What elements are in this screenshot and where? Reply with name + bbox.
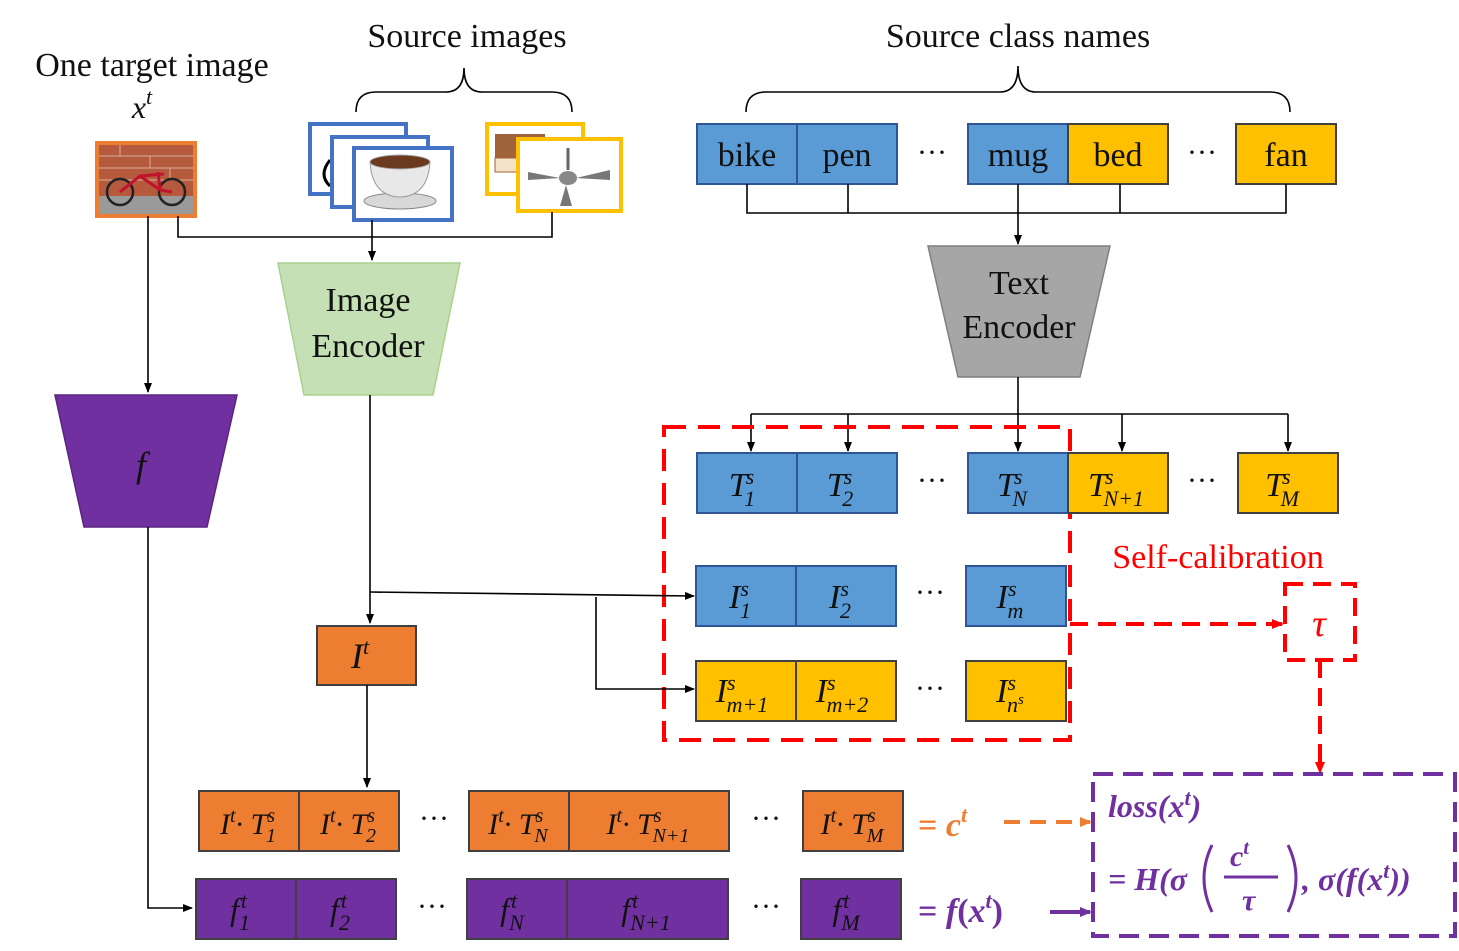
text-encoder — [927, 245, 1111, 378]
target-image-feature — [316, 625, 417, 686]
class-box-mug — [967, 123, 1069, 185]
class-ellipsis-2: ··· — [1187, 136, 1217, 169]
source-images-brace — [355, 67, 573, 113]
text-encoder-label-2: Encoder — [962, 309, 1076, 346]
class-label-fan: fan — [1264, 137, 1307, 174]
text-feature-t2 — [796, 452, 898, 514]
loss-formula-numerator: ct — [1230, 837, 1250, 873]
source-class-names-title: Source class names — [886, 18, 1150, 55]
f-output-n — [466, 878, 568, 940]
class-box-fan — [1235, 123, 1337, 185]
class-box-pen — [796, 123, 898, 185]
image-feature-im1 — [695, 660, 797, 722]
f-output-m — [800, 878, 902, 940]
f-output-ellipsis-2: ··· — [751, 890, 781, 923]
logit-2 — [298, 790, 400, 852]
class-box-bed — [1067, 123, 1169, 185]
class-label-pen: pen — [822, 137, 871, 174]
fx-label: = f(xt) — [918, 888, 1003, 930]
f-output-ellipsis-1: ··· — [417, 890, 447, 923]
logit-ellipsis-2: ··· — [751, 802, 781, 835]
temperature-tau: τ — [1312, 603, 1327, 645]
text-encoder-label-1: Text — [989, 265, 1049, 302]
mug-photo-icon — [308, 122, 454, 222]
target-image-symbol: xt — [131, 84, 153, 125]
class-label-bike: bike — [718, 137, 777, 174]
t-row-ellipsis-1: ··· — [917, 464, 947, 497]
class-names-brace — [745, 65, 1291, 113]
text-feature-t1 — [696, 452, 798, 514]
image-encoder — [277, 262, 461, 396]
class-joiner-line — [746, 184, 1287, 214]
target-model-f — [54, 394, 238, 528]
class-label-mug: mug — [988, 137, 1048, 174]
image-feature-ins — [965, 660, 1067, 722]
image-encoder-label-1: Image — [326, 282, 411, 319]
images-joiner-line — [177, 212, 553, 238]
i-row-ellipsis: ··· — [915, 576, 945, 609]
encoder-to-is-gold-arrow — [595, 597, 695, 693]
f-output-n1 — [566, 878, 729, 940]
loss-formula-line-2b: , σ(f(xt)) — [1301, 858, 1411, 897]
image-feature-im — [965, 565, 1067, 627]
image-encoder-label-2: Encoder — [311, 328, 425, 365]
image-feature-i2 — [795, 565, 897, 627]
self-calibration-label: Self-calibration — [1112, 539, 1323, 576]
bike-photo-icon — [95, 141, 197, 218]
loss-formula-line-1: loss(xt) — [1108, 785, 1201, 824]
i-gold-row-ellipsis: ··· — [915, 672, 945, 705]
self-calibration-region — [662, 425, 1072, 742]
f-output-2 — [295, 878, 397, 940]
class-ellipsis-1: ··· — [917, 136, 947, 169]
source-images-title: Source images — [367, 18, 566, 55]
image-feature-i1 — [695, 565, 797, 627]
loss-formula-denominator: τ — [1242, 884, 1257, 917]
logit-ellipsis-1: ··· — [419, 802, 449, 835]
class-label-bed: bed — [1093, 137, 1142, 174]
text-feature-tn — [967, 452, 1069, 514]
loss-formula: loss(xt) = H(σ ct τ , σ(f(xt)) — [1108, 785, 1411, 917]
logit-m — [802, 790, 904, 852]
loss-box — [1091, 772, 1457, 938]
logit-n1 — [568, 790, 730, 852]
f-to-outputs-arrow — [147, 527, 193, 912]
ct-label: = ct — [918, 802, 968, 844]
text-feature-tn1 — [1067, 452, 1169, 514]
target-image-title: One target image — [35, 47, 269, 84]
text-feature-tm — [1237, 452, 1339, 514]
t-row-ellipsis-2: ··· — [1187, 464, 1217, 497]
logit-n — [468, 790, 570, 852]
ceiling-fan-photo-icon — [516, 137, 623, 213]
f-output-1 — [195, 878, 297, 940]
image-feature-im2 — [795, 660, 897, 722]
loss-formula-line-2: = H(σ — [1108, 861, 1188, 897]
encoder-to-is-arrow — [369, 591, 695, 600]
